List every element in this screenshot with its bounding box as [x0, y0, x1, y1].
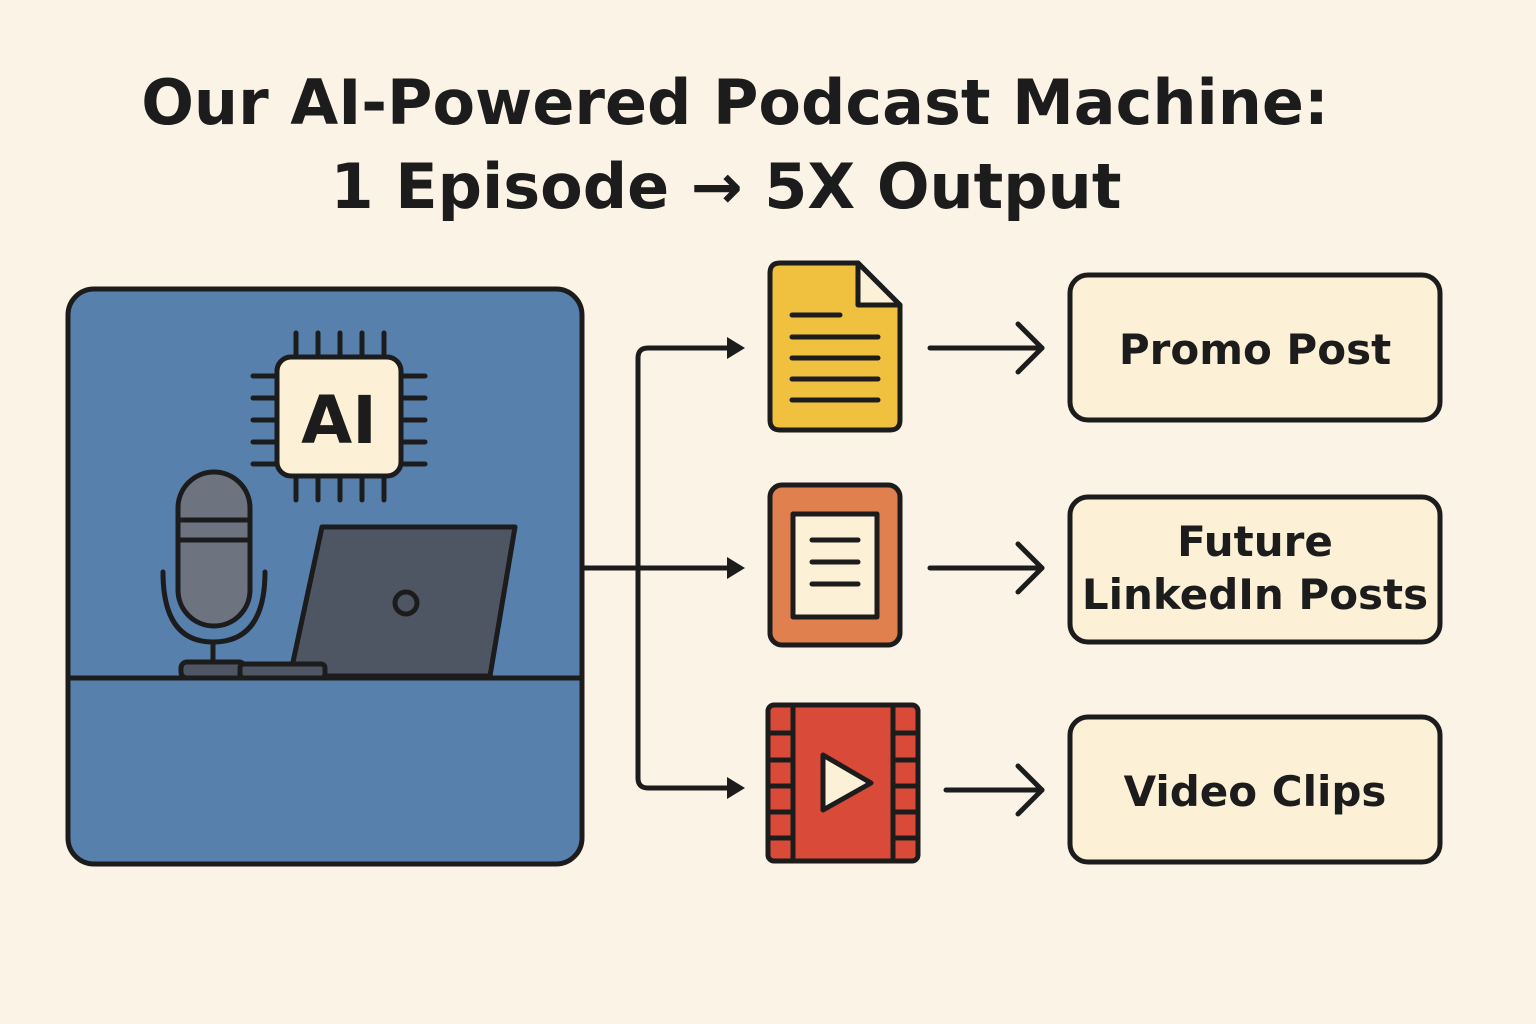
- ai-chip-label: AI: [301, 382, 377, 459]
- output-label-linkedin-line-2: LinkedIn Posts: [1082, 570, 1428, 619]
- laptop-icon: [237, 524, 518, 681]
- article-icon: [767, 482, 903, 648]
- output-label-video-clips: Video Clips: [1124, 767, 1387, 816]
- document-icon: [767, 260, 903, 433]
- branch-arrowheads: [727, 337, 745, 799]
- output-label-promo-post: Promo Post: [1119, 325, 1391, 374]
- arrow-to-video-clips: [943, 763, 1045, 817]
- ai-chip-icon: [250, 330, 428, 503]
- output-box-video-clips: Video Clips: [1067, 714, 1443, 865]
- arrow-to-linkedin-posts: [927, 541, 1045, 595]
- arrowhead-bottom: [727, 777, 745, 799]
- output-label-linkedin-line-1: Future: [1177, 517, 1333, 566]
- microphone-icon: [160, 469, 268, 681]
- title-line-2: 1 Episode → 5X Output: [331, 150, 1122, 223]
- title-line-1: Our AI-Powered Podcast Machine:: [141, 66, 1329, 139]
- arrow-to-promo-post: [927, 321, 1045, 375]
- video-play-icon: [765, 702, 921, 864]
- output-box-promo-post: Promo Post: [1067, 272, 1443, 423]
- arrowhead-middle: [727, 557, 745, 579]
- output-box-linkedin-posts: Future LinkedIn Posts: [1067, 494, 1443, 645]
- branch-connectors: [579, 345, 738, 791]
- output-arrows: [927, 321, 1045, 817]
- studio-panel: AI: [65, 286, 585, 867]
- arrowhead-top: [727, 337, 745, 359]
